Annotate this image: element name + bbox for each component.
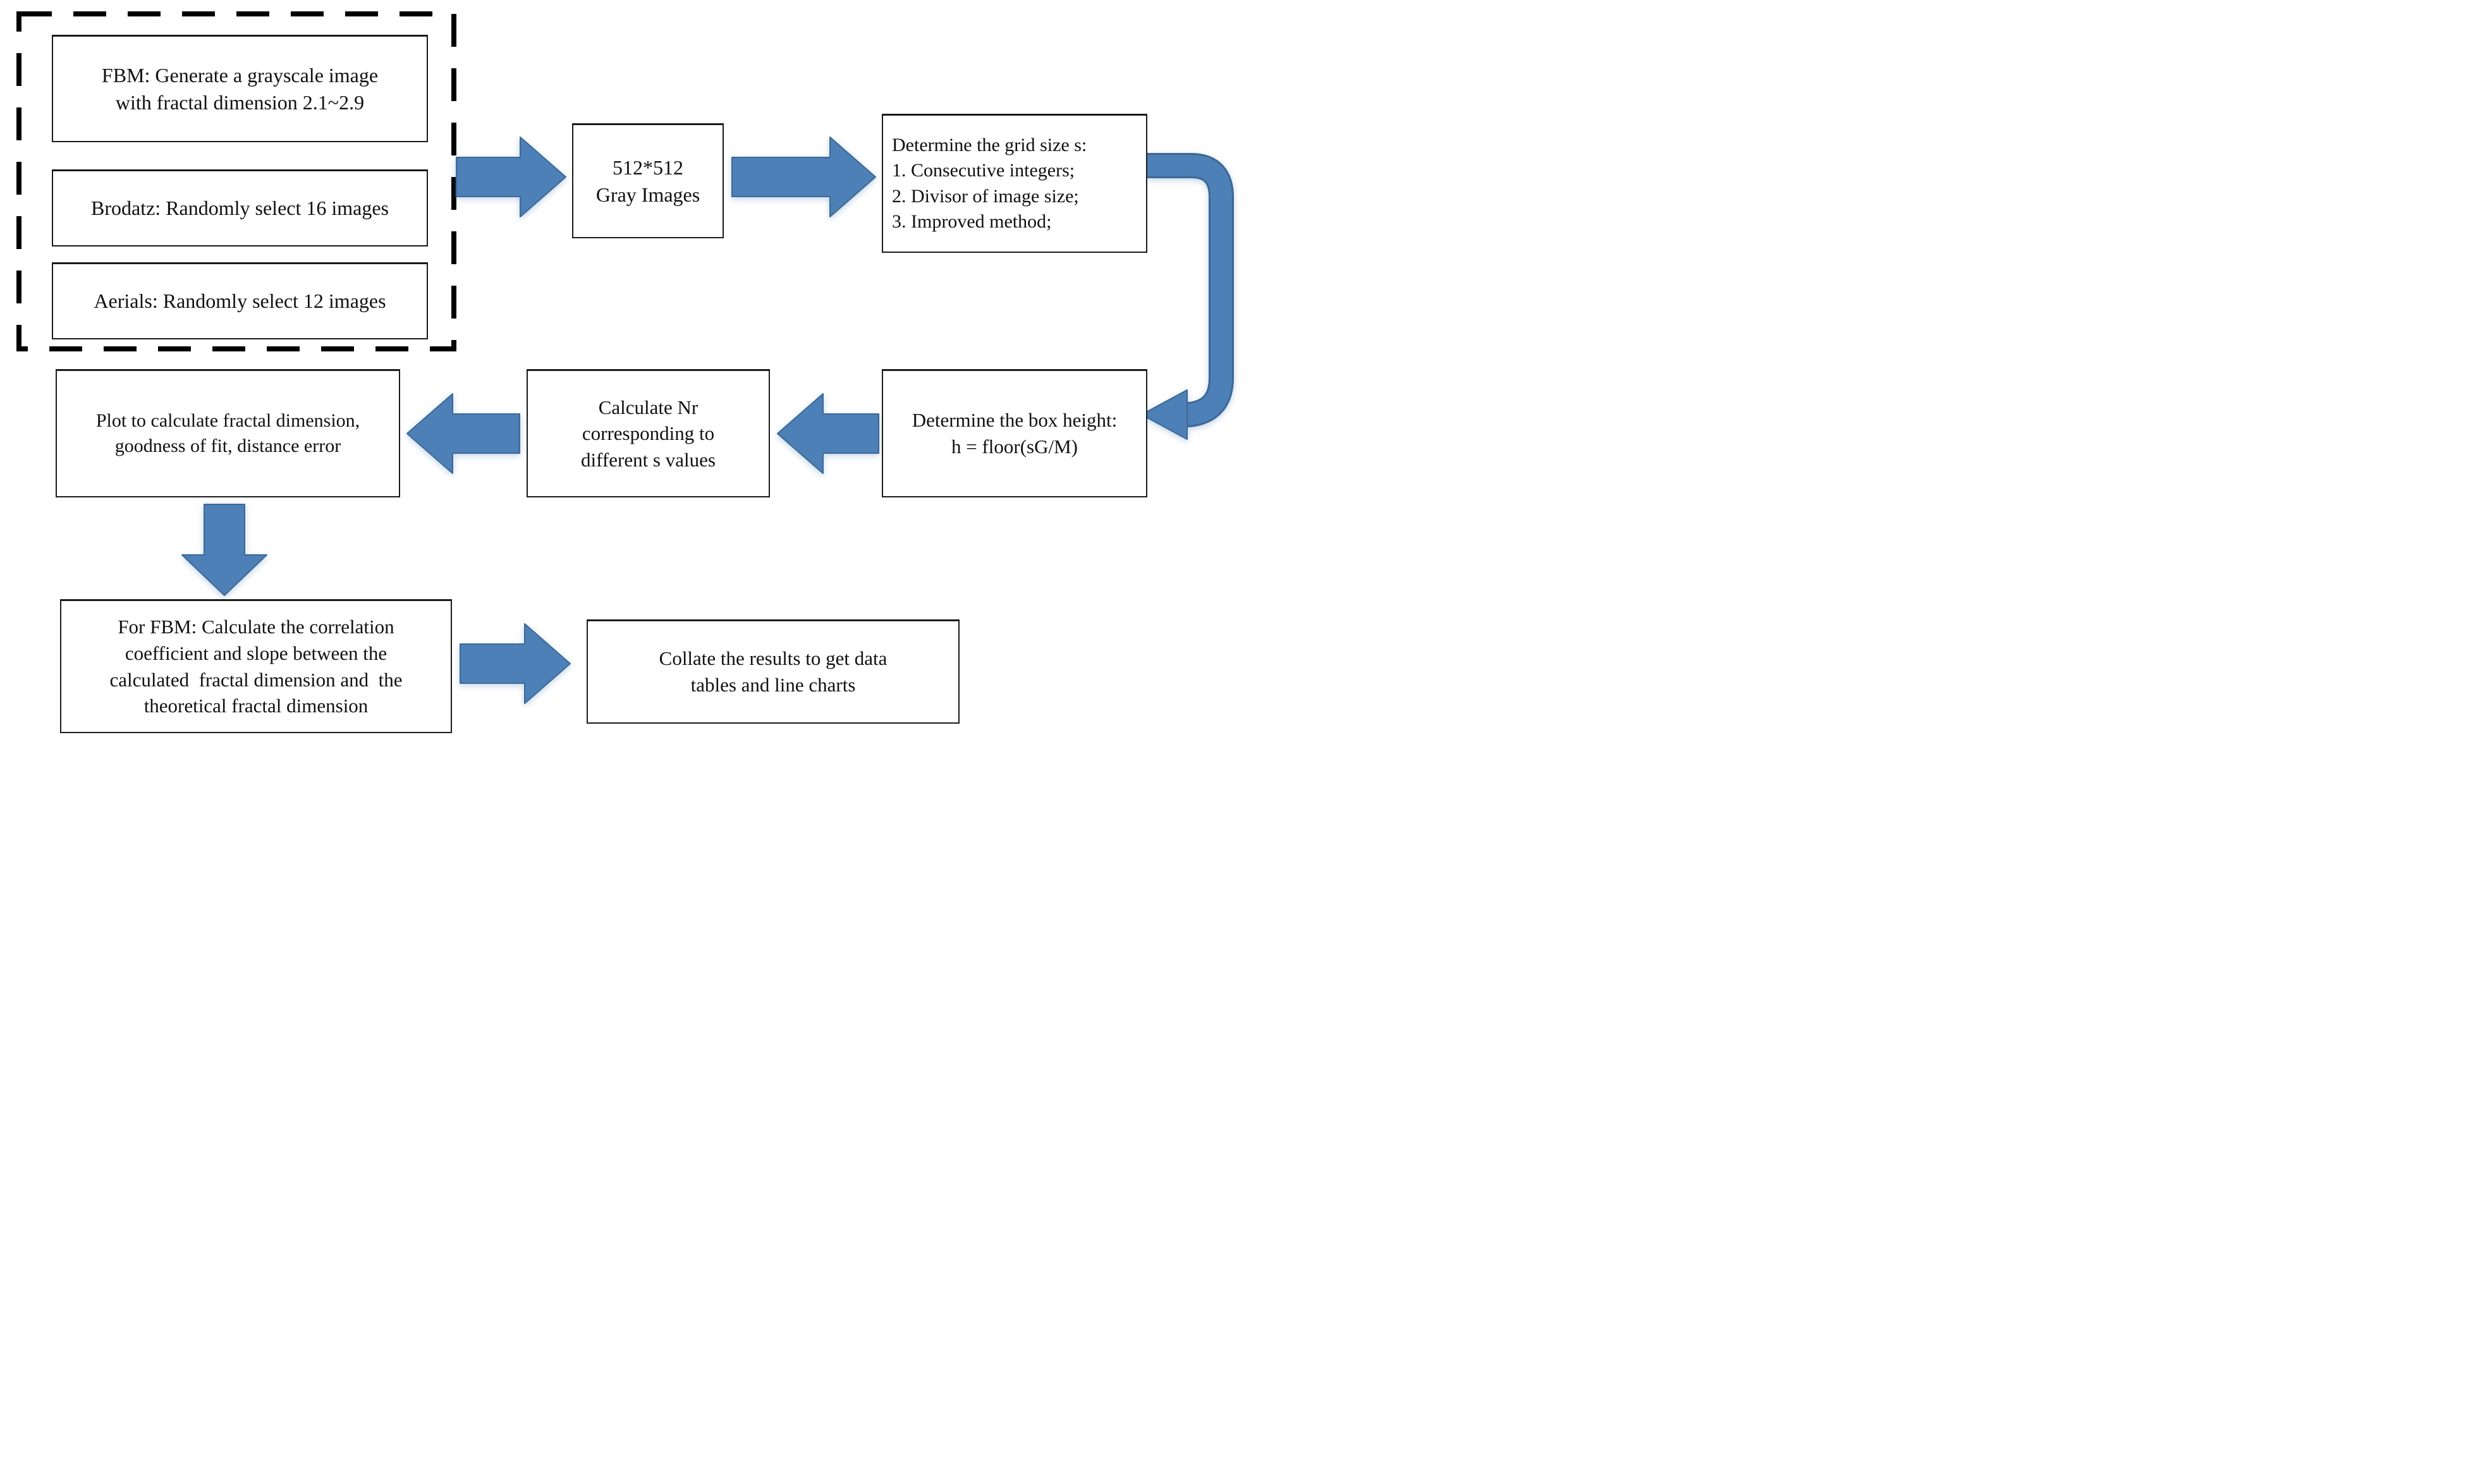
node-text-line: Gray Images xyxy=(595,183,700,206)
node-text-line: Determine the grid size s: xyxy=(892,135,1087,156)
node-box-height: Determine the box height: h = floor(sG/M… xyxy=(882,369,1147,497)
node-text-line: 1. Consecutive integers; xyxy=(892,160,1075,181)
node-collate-results: Collate the results to get data tables a… xyxy=(587,619,960,724)
node-text-line: Determine the box height: xyxy=(912,409,1118,432)
elbow-arrow-icon xyxy=(1141,153,1234,440)
right-arrow-icon xyxy=(460,623,571,704)
node-text-line: calculated fractal dimension and the xyxy=(109,668,403,691)
down-arrow-icon xyxy=(181,504,267,596)
node-text-line: Collate the results to get data xyxy=(659,647,888,670)
node-plot-fractal-dimension: Plot to calculate fractal dimension, goo… xyxy=(56,369,400,497)
node-calculate-nr: Calculate Nr corresponding to different … xyxy=(527,369,770,497)
left-arrow-icon xyxy=(406,393,520,474)
node-gray-images: 512*512 Gray Images xyxy=(572,123,724,238)
node-text-line: Brodatz: Randomly select 16 images xyxy=(91,197,389,220)
node-text-line: 512*512 xyxy=(613,155,683,179)
node-text-line: 3. Improved method; xyxy=(892,210,1052,232)
node-grid-size: Determine the grid size s: 1. Consecutiv… xyxy=(882,114,1147,253)
node-text-line: Plot to calculate fractal dimension, xyxy=(95,410,360,431)
node-text-line: h = floor(sG/M) xyxy=(951,435,1078,458)
node-text-line: with fractal dimension 2.1~2.9 xyxy=(115,90,365,114)
node-text-line: tables and line charts xyxy=(690,674,856,696)
flowchart-connector-layer xyxy=(16,11,1234,704)
node-text-line: goodness of fit, distance error xyxy=(114,435,341,456)
node-text-line: FBM: Generate a grayscale image xyxy=(101,63,379,87)
flowchart-canvas: FBM: Generate a grayscale image with fra… xyxy=(0,0,1242,742)
node-text-line: 2. Divisor of image size; xyxy=(892,185,1079,207)
node-text-line: theoretical fractal dimension xyxy=(143,695,369,717)
right-arrow-icon xyxy=(731,137,876,217)
node-text-line: coefficient and slope between the xyxy=(125,642,387,664)
node-fbm-correlation: For FBM: Calculate the correlation coeff… xyxy=(60,599,452,733)
right-arrow-icon xyxy=(456,137,566,217)
node-aerials-select: Aerials: Randomly select 12 images xyxy=(52,262,428,339)
node-text-line: different s values xyxy=(581,448,716,471)
node-fbm-generate: FBM: Generate a grayscale image with fra… xyxy=(52,35,428,142)
node-text-line: Calculate Nr xyxy=(598,396,699,418)
node-text-line: Aerials: Randomly select 12 images xyxy=(94,289,386,313)
node-text-line: For FBM: Calculate the correlation xyxy=(118,616,394,638)
node-text-line: corresponding to xyxy=(582,422,715,445)
image-sources-dashed-group xyxy=(16,11,456,351)
left-arrow-icon xyxy=(777,393,879,474)
node-brodatz-select: Brodatz: Randomly select 16 images xyxy=(52,169,428,246)
